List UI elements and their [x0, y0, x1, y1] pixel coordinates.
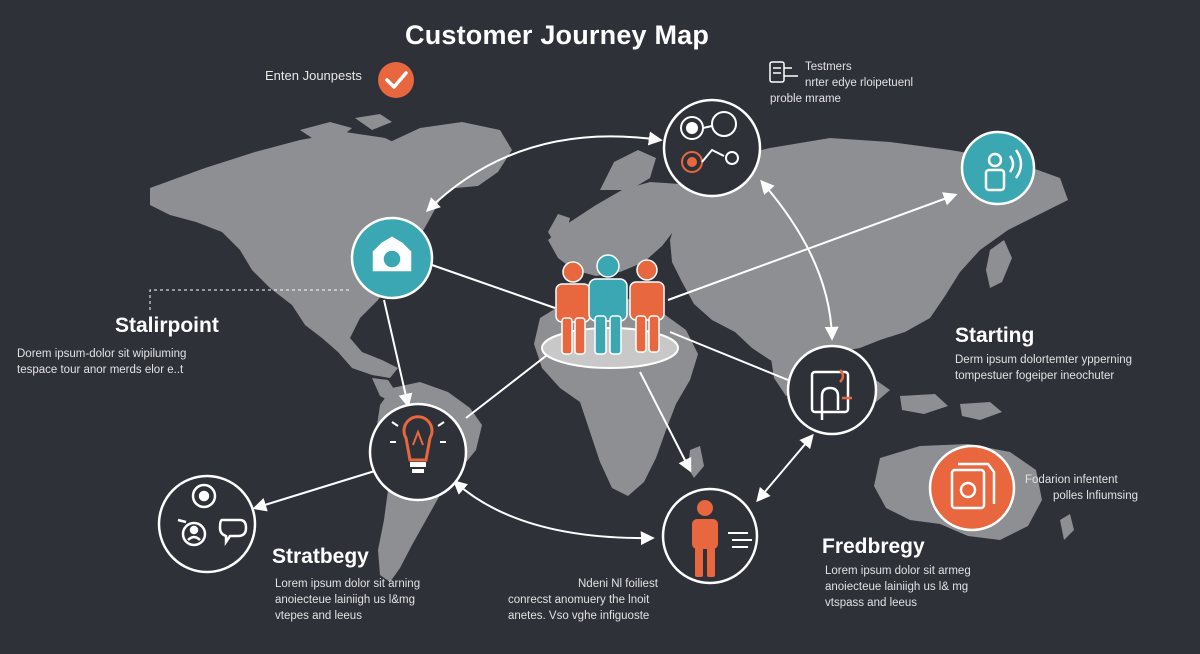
text-line: Derm ipsum dolortemter ypperning	[955, 354, 1133, 366]
text-line: Lorem ipsum dolor sit armeg	[825, 565, 971, 577]
check-badge	[378, 62, 414, 98]
arrow-bulb-to-person	[452, 480, 655, 546]
arrow-camera-to-bulb	[383, 299, 413, 408]
text-bottom-center: Ndeni Nl foiliest conrecst anomuery the …	[508, 576, 688, 624]
intro-label: Enten Jounpests	[265, 68, 362, 83]
arrow-camera-to-gears	[425, 131, 663, 212]
check-icon	[385, 71, 408, 89]
guide-dashed-line	[149, 289, 350, 310]
node-touch	[786, 344, 878, 436]
line-group-to-touch	[669, 331, 789, 381]
text-line: tompestuer fogeiper ineochuter	[955, 370, 1115, 382]
text-fodarion: Fodarion infentent polles lnfiumsing	[1025, 472, 1138, 504]
text-starting: Derm ipsum dolortemter ypperning tompest…	[955, 352, 1132, 384]
customer-group-icon	[541, 254, 679, 369]
arrow-gears-to-touch	[760, 179, 839, 341]
document-icon	[950, 462, 996, 510]
top-right-note-line: Testmers	[805, 61, 852, 73]
arrow-touch-to-person	[756, 433, 814, 503]
text-line: anetes. Vso vghe infiguoste	[508, 610, 650, 622]
text-line: polles lnfiumsing	[1053, 490, 1139, 502]
text-line: tespace tour anor merds elor e..t	[17, 364, 184, 376]
arrow-group-to-person	[639, 371, 692, 473]
gears-icon	[680, 111, 739, 173]
heading-fredbregy: Fredbregy	[822, 535, 925, 558]
top-right-note-line: nrter edye rloipetuenl	[805, 77, 914, 89]
text-line: vtspass and leeus	[825, 597, 918, 609]
node-gears	[662, 98, 762, 198]
text-line: anoiecteue lainiigh us l&mg	[275, 594, 416, 606]
text-line: vtepes and leeus	[275, 610, 362, 622]
node-team	[157, 474, 257, 574]
line-camera-to-group	[431, 264, 556, 309]
text-fredbregy: Lorem ipsum dolor sit armeg anoiecteue l…	[825, 563, 971, 611]
text-line: Dorem ipsum-dolor sit wipiluming	[17, 348, 187, 360]
lightbulb-icon	[390, 415, 446, 473]
heading-stalirpoint: Stalirpoint	[115, 314, 219, 337]
text-stratbegy: Lorem ipsum dolor sit arning anoiecteue …	[275, 576, 420, 624]
map-north-america	[150, 132, 470, 378]
touch-screen-icon	[810, 369, 852, 420]
node-camera	[350, 216, 434, 300]
line-group-to-bulb	[465, 344, 561, 419]
journey-connectors	[252, 131, 958, 546]
text-line: Ndeni Nl foiliest	[578, 578, 658, 590]
node-bulb	[368, 402, 468, 502]
text-line: Fodarion infentent	[1025, 474, 1118, 486]
person-icon	[692, 500, 718, 577]
notes-icon	[769, 61, 798, 83]
top-right-note-line: proble mrame	[770, 93, 841, 105]
node-person	[661, 487, 759, 585]
text-line: Lorem ipsum dolor sit arning	[275, 578, 421, 590]
heading-stratbegy: Stratbegy	[272, 545, 369, 568]
phone-signal-icon	[984, 149, 1023, 192]
text-stalirpoint: Dorem ipsum-dolor sit wipiluming tespace…	[17, 346, 186, 378]
arrow-bulb-to-team	[252, 469, 379, 512]
heading-starting: Starting	[955, 324, 1035, 347]
page-title: Customer Journey Map	[405, 20, 710, 50]
team-gears-icon	[177, 483, 248, 547]
camera-icon	[372, 236, 412, 272]
node-phone	[960, 130, 1036, 206]
text-line: anoiecteue lainiigh us l& mg	[825, 581, 969, 593]
top-right-note: Testmers nrter edye rloipetuenl	[805, 59, 913, 91]
node-document	[928, 444, 1016, 532]
text-line: conrecst anomuery the lnoit	[508, 594, 650, 606]
